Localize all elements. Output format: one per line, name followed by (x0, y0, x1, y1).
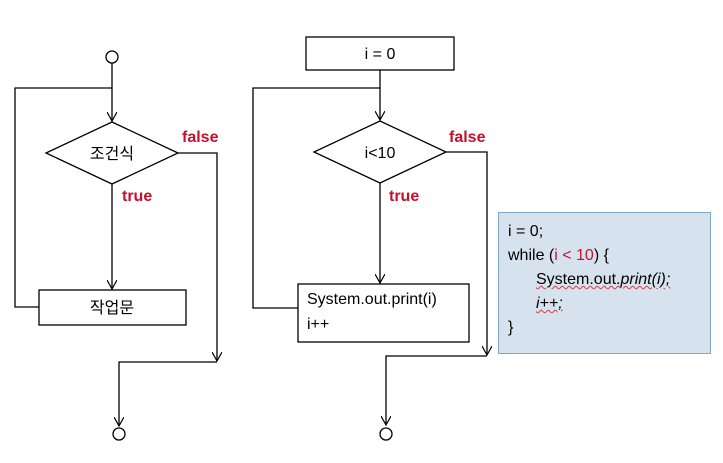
code-snippet-box: i = 0; while (i < 10) { System.out.print… (498, 212, 711, 354)
right-body-line2: i++ (307, 316, 329, 333)
left-statement-box (38, 289, 187, 326)
left-statement-text: 작업문 (90, 299, 134, 317)
code-while-keyword: while ( (508, 247, 555, 264)
code-line-increment: i++; (508, 292, 710, 316)
code-init-text: i = 0; (508, 223, 544, 240)
code-print-object: System.out. (536, 271, 621, 288)
left-true-label: true (122, 188, 152, 205)
left-false-arrow (178, 152, 217, 360)
code-line-print: System.out.print(i); (508, 268, 710, 292)
right-true-label: true (389, 188, 419, 205)
left-exit-arrow (119, 361, 217, 425)
code-line-close: } (508, 316, 710, 340)
right-body-box (297, 283, 470, 343)
left-false-label: false (182, 129, 219, 146)
right-flowchart (252, 36, 487, 441)
left-start-node (105, 50, 119, 64)
code-while-end: ) { (593, 247, 609, 264)
code-increment: i++; (536, 295, 563, 312)
code-line-while: while (i < 10) { (508, 244, 710, 268)
right-body-line1: System.out.print(i) (307, 291, 437, 308)
left-flowchart (14, 50, 217, 441)
left-end-node (112, 427, 126, 441)
code-print-call: print(i); (620, 271, 671, 288)
left-loop-back-line (14, 87, 112, 308)
right-condition-text: i<10 (365, 145, 396, 162)
code-while-condition: i < 10 (554, 247, 594, 264)
right-false-label: false (449, 129, 486, 146)
code-close-brace: } (508, 319, 514, 336)
right-end-node (379, 427, 393, 441)
right-init-text: i = 0 (365, 46, 396, 63)
right-false-arrow (446, 151, 487, 354)
code-line-init: i = 0; (508, 220, 710, 244)
right-exit-arrow (386, 355, 487, 424)
right-loop-back-line (252, 87, 380, 309)
left-condition-text: 조건식 (90, 145, 134, 163)
